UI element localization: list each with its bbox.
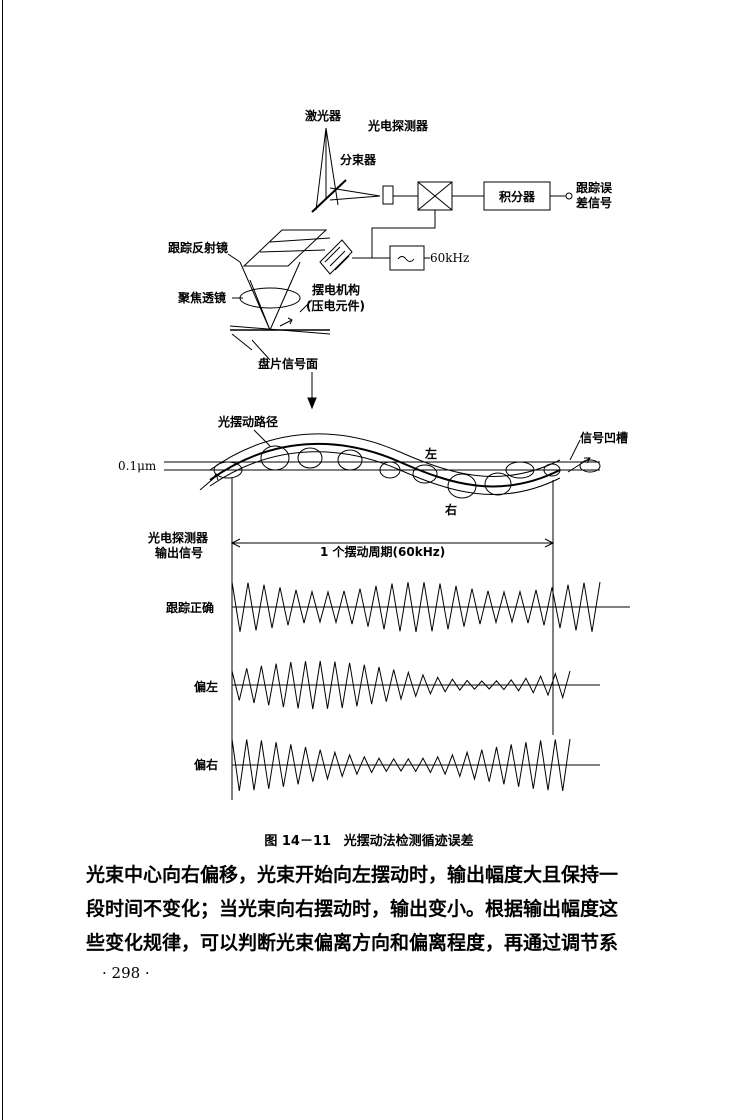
left-direction-label: 左	[424, 446, 437, 461]
offset-right-label: 偏右	[194, 757, 218, 772]
detector-output-label-2: 输出信号	[155, 545, 203, 560]
disc-surface-label: 盘片信号面	[258, 356, 318, 371]
output-waveforms	[231, 581, 630, 791]
tracking-mirror-label: 跟踪反射镜	[168, 240, 228, 255]
body-line: 些变化规律，可以判断光束偏离方向和偏离程度，再通过调节系	[86, 932, 619, 954]
integrator-label: 积分器	[499, 189, 536, 204]
figure-title: 光摆动法检测循迹误差	[343, 834, 474, 849]
wobble-mechanism-label-1: 摆电机构	[312, 282, 360, 297]
track-section	[164, 429, 601, 800]
waveform-offset-right	[231, 738, 571, 791]
detector-output-label-1: 光电探测器	[147, 530, 209, 545]
tracking-error-label-1: 跟踪误	[576, 180, 613, 195]
optical-assembly	[227, 127, 573, 410]
signal-pit-label: 信号凹槽	[580, 430, 628, 445]
waveform-tracking-correct	[231, 581, 601, 633]
waveform-offset-left	[231, 660, 571, 710]
wobble-path-label: 光摆动路径	[217, 414, 278, 429]
tracking-error-label-2: 差信号	[575, 195, 612, 210]
offset-left-label: 偏左	[194, 679, 218, 694]
pit-width-label: 0.1μm	[118, 459, 157, 473]
body-paragraph: 光束中心向右偏移，光束开始向左摆动时，输出幅度大且保持一 段时间不变化；当光束向…	[86, 858, 676, 960]
body-line: 段时间不变化；当光束向右摆动时，输出变小。根据输出幅度这	[86, 898, 619, 920]
figure-number: 图 14－11	[264, 834, 332, 849]
tracking-correct-label: 跟踪正确	[166, 600, 214, 615]
page-number: · 298 ·	[102, 964, 150, 982]
body-line: 光束中心向右偏移，光束开始向左摆动时，输出幅度大且保持一	[86, 864, 619, 886]
photodetector-label: 光电探测器	[367, 118, 429, 133]
wobble-mechanism-label-2: (压电元件)	[306, 298, 365, 313]
figure-caption: 图 14－11 光摆动法检测循迹误差	[0, 830, 738, 849]
right-direction-label: 右	[444, 502, 457, 517]
oscillator-frequency-label: 60kHz	[430, 251, 469, 265]
beam-splitter-label: 分束器	[340, 152, 377, 167]
wobble-period-label: 1 个摆动周期(60kHz)	[320, 544, 445, 559]
focus-lens-label: 聚焦透镜	[177, 290, 226, 305]
page-edge-line	[2, 0, 3, 1120]
tracking-error-diagram: 激光器 光电探测器 分束器 积分器 跟踪误 差信号 跟踪反射镜 60kHz 聚焦…	[118, 108, 630, 800]
laser-label: 激光器	[305, 108, 342, 123]
